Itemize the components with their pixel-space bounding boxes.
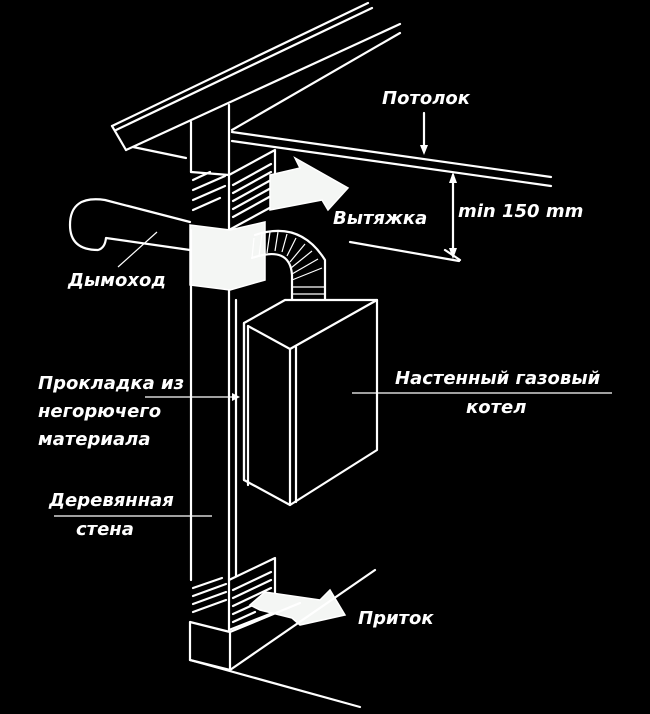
chimney-pipe — [68, 198, 192, 252]
wall-mounted-gas-boiler — [242, 298, 379, 507]
ceiling — [230, 130, 553, 263]
chimney-label: Дымоход — [68, 270, 166, 291]
exhaust-label: Вытяжка — [333, 208, 428, 229]
non-combustible-gasket — [189, 221, 266, 291]
intake-label: Приток — [358, 608, 434, 629]
boiler-label-line2: котел — [466, 397, 527, 418]
exhaust-arrow — [269, 156, 350, 212]
leader-lines — [54, 111, 612, 517]
ceiling-label: Потолок — [382, 88, 470, 109]
wall-label-line1: Деревянная — [49, 490, 174, 511]
boiler-label-line1: Настенный газовый — [395, 368, 601, 389]
exhaust-vent-grille — [191, 148, 277, 232]
gasket-label-line2: негорючего — [38, 401, 162, 422]
roof — [110, 1, 402, 160]
gasket-label-line3: материала — [38, 429, 151, 450]
intake-arrow — [248, 588, 347, 626]
gasket-label-line1: Прокладка из — [38, 373, 185, 394]
clearance-label: min 150 mm — [458, 201, 584, 222]
wall-post-top — [189, 103, 231, 177]
wall-label-line2: стена — [76, 519, 134, 540]
wooden-wall — [189, 228, 238, 582]
floor — [188, 568, 377, 709]
